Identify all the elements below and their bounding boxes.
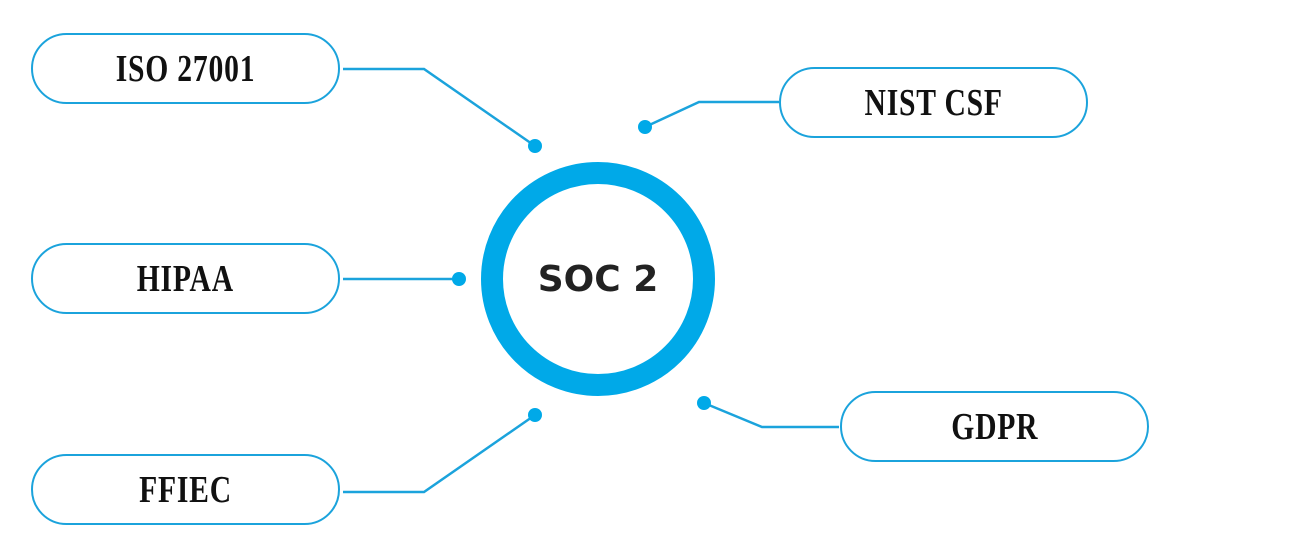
framework-node-hipaa: HIPAA <box>31 243 340 314</box>
connector-dot <box>528 408 542 422</box>
connector-ffiec <box>343 413 536 494</box>
framework-node-iso-27001: ISO 27001 <box>31 33 340 104</box>
connector-nist-csf <box>644 100 779 129</box>
framework-label: GDPR <box>950 405 1039 448</box>
framework-node-ffiec: FFIEC <box>31 454 340 525</box>
framework-node-nist-csf: NIST CSF <box>779 67 1088 138</box>
connector-dot <box>452 272 466 286</box>
center-node-soc2: SOC 2 <box>481 162 715 396</box>
connector-dot <box>528 139 542 153</box>
framework-node-gdpr: GDPR <box>840 391 1149 462</box>
connector-dot <box>697 396 711 410</box>
framework-label: NIST CSF <box>864 81 1003 124</box>
framework-label: FFIEC <box>139 468 232 511</box>
center-label: SOC 2 <box>537 258 659 300</box>
connector-gdpr <box>703 401 839 429</box>
framework-label: HIPAA <box>136 257 235 300</box>
framework-label: ISO 27001 <box>115 47 256 90</box>
connector-iso-27001 <box>343 67 536 148</box>
connector-dot <box>638 120 652 134</box>
